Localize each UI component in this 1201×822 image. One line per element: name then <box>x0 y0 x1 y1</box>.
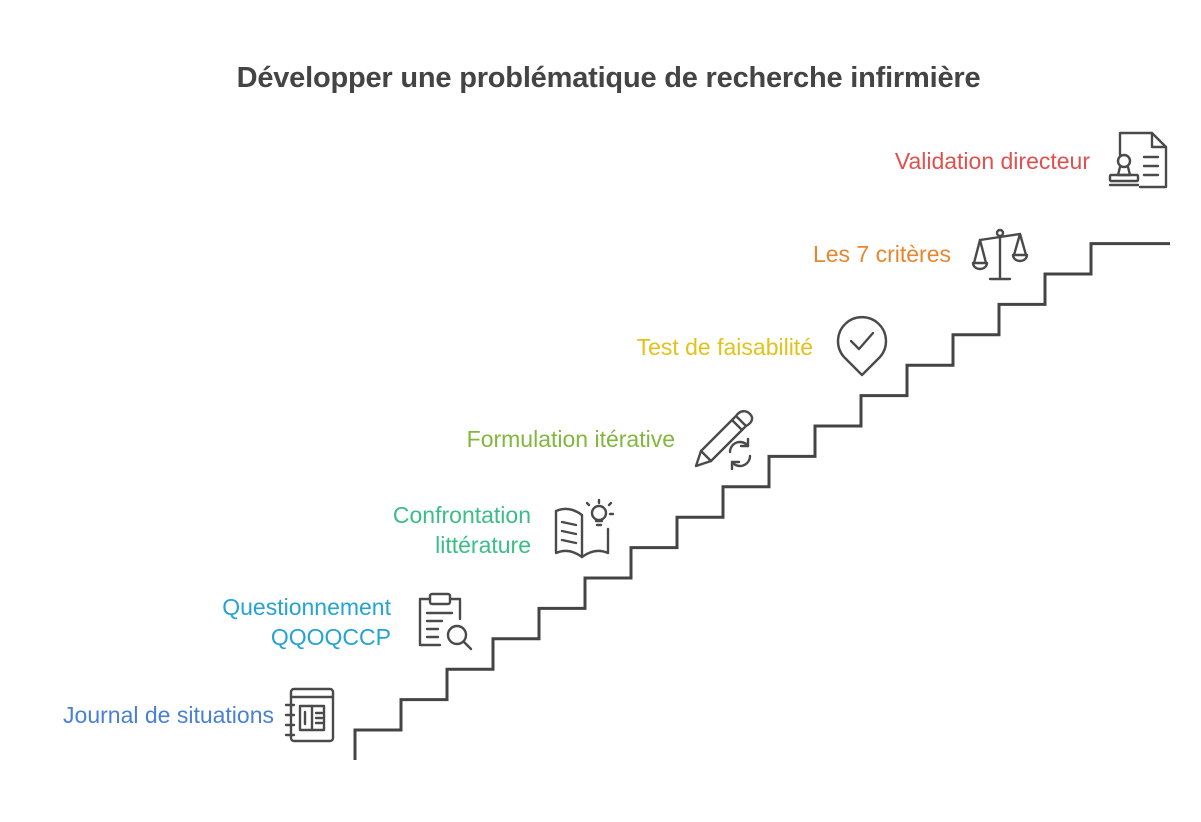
step-label-validation: Validation directeur <box>894 148 1090 174</box>
step-label-criteres: Les 7 critères <box>812 241 951 267</box>
step-label-questionnement: Questionnement QQOQCCP <box>222 594 391 650</box>
diagram-title: Développer une problématique de recherch… <box>236 62 981 94</box>
balance-scale-icon <box>968 223 1032 287</box>
pencil-refresh-icon <box>692 406 756 471</box>
step-label-journal: Journal de situations <box>63 702 274 728</box>
book-lightbulb-icon <box>552 497 616 561</box>
step-label-formulation: Formulation itérative <box>466 426 675 452</box>
journal-book-icon <box>279 683 343 747</box>
step-label-confrontation: Confrontation littérature <box>392 502 531 558</box>
step-label-faisabilite: Test de faisabilité <box>636 334 813 360</box>
document-stamp-icon <box>1106 127 1170 191</box>
check-badge-icon <box>830 313 894 377</box>
clipboard-search-icon <box>410 589 474 653</box>
staircase-line <box>353 242 1170 760</box>
